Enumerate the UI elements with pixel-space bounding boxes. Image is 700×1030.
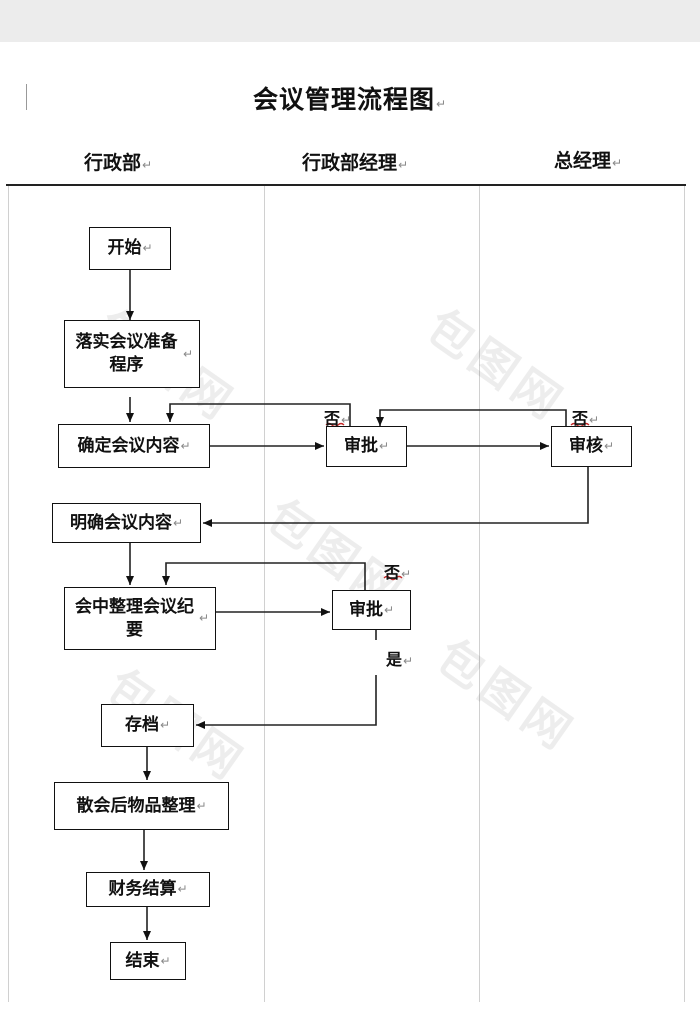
node-end: 结束↵ [110, 942, 186, 980]
node-archive: 存档↵ [101, 704, 194, 747]
label-reject-approve2: 否↵ [384, 563, 412, 582]
lane-header-divider [6, 184, 686, 186]
arrow-approve2-to-archive [196, 675, 377, 729]
node-review: 审核↵ [551, 426, 632, 467]
node-financial-settlement: 财务结算↵ [86, 872, 210, 907]
lane-divider-2 [479, 186, 480, 1002]
window-top-bar [0, 0, 700, 42]
lane-header-general-manager: 总经理↵ [554, 150, 623, 172]
label-approve-yes: 是↵ [386, 650, 414, 669]
spellcheck-squiggle [383, 575, 403, 581]
node-start: 开始↵ [89, 227, 171, 270]
node-approve-2: 审批↵ [332, 590, 411, 630]
text-cursor-mark [26, 84, 27, 110]
node-clarify-content: 明确会议内容↵ [52, 503, 201, 543]
node-meeting-minutes: 会中整理会议纪要↵ [64, 587, 216, 650]
lane-border-left [8, 186, 9, 1002]
arrow-approve2-reject [162, 562, 366, 590]
node-prepare-procedure: 落实会议准备程序↵ [64, 320, 200, 388]
lane-header-admin: 行政部↵ [84, 152, 153, 174]
arrow-review-reject [376, 409, 567, 426]
lane-header-admin-manager: 行政部经理↵ [302, 152, 409, 174]
label-reject-review: 否↵ [572, 409, 600, 428]
arrow-review-to-clarify [203, 467, 589, 527]
node-cleanup: 散会后物品整理↵ [54, 782, 229, 830]
arrow-approve1-reject [166, 403, 351, 426]
node-confirm-content: 确定会议内容↵ [58, 424, 210, 468]
lane-border-right [684, 186, 685, 1002]
node-approve-1: 审批↵ [326, 426, 407, 467]
lane-divider-1 [264, 186, 265, 1002]
page-title: 会议管理流程图↵ [252, 85, 448, 114]
label-reject-approve1: 否↵ [324, 409, 352, 428]
